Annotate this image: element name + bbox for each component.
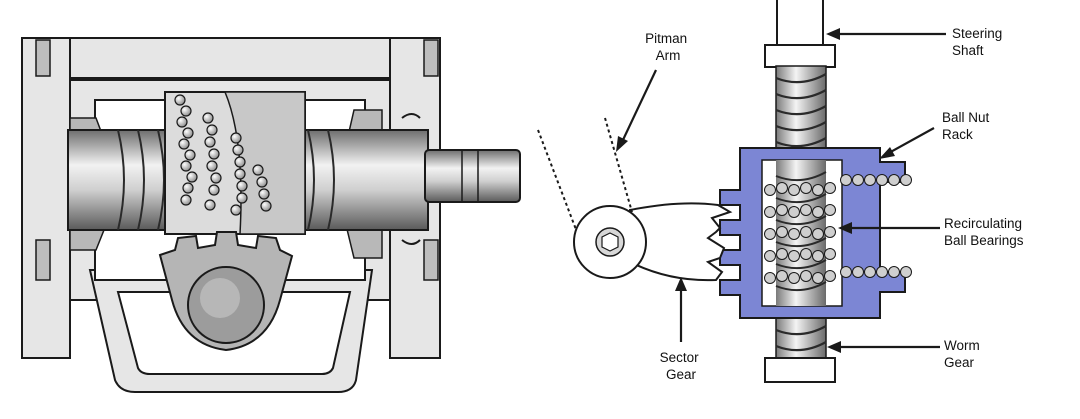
label-recirculating-ball-bearings: Recirculating Ball Bearings — [944, 216, 1026, 248]
ball-return-bottom — [840, 266, 912, 278]
worm-gear-collar — [764, 357, 836, 383]
ball-bearings-chain — [174, 94, 272, 216]
housing-top-flange — [39, 37, 441, 79]
housing-left-cap — [21, 37, 71, 359]
labels: Pitman Arm Steering Shaft Ball Nut Rack … — [645, 26, 1026, 382]
pitman-arc-line — [537, 129, 581, 241]
bolt-icon — [35, 239, 51, 281]
output-shaft — [424, 149, 521, 203]
bolt-icon — [423, 39, 439, 77]
label-pitman-arm: Pitman Arm — [645, 31, 691, 63]
label-arrows — [616, 28, 946, 353]
steering-schematic — [573, 0, 912, 383]
steering-shaft-collar — [764, 44, 836, 68]
pitman-arm-dashed — [604, 117, 633, 213]
steering-box-cutaway — [21, 37, 521, 393]
worm-threads-vertical — [775, 73, 827, 352]
label-sector-gear: Sector Gear — [660, 350, 703, 382]
shaft-seal — [401, 113, 421, 245]
sector-gear — [629, 202, 733, 282]
worm-threads — [117, 129, 335, 231]
recirculating-balls — [764, 182, 836, 284]
ball-return-top — [840, 174, 912, 186]
bolt-icon — [35, 39, 51, 77]
label-steering-shaft: Steering Shaft — [952, 26, 1006, 58]
label-ball-nut-rack: Ball Nut Rack — [942, 110, 993, 142]
label-worm-gear: Worm Gear — [944, 338, 984, 370]
bolt-icon — [423, 239, 439, 281]
